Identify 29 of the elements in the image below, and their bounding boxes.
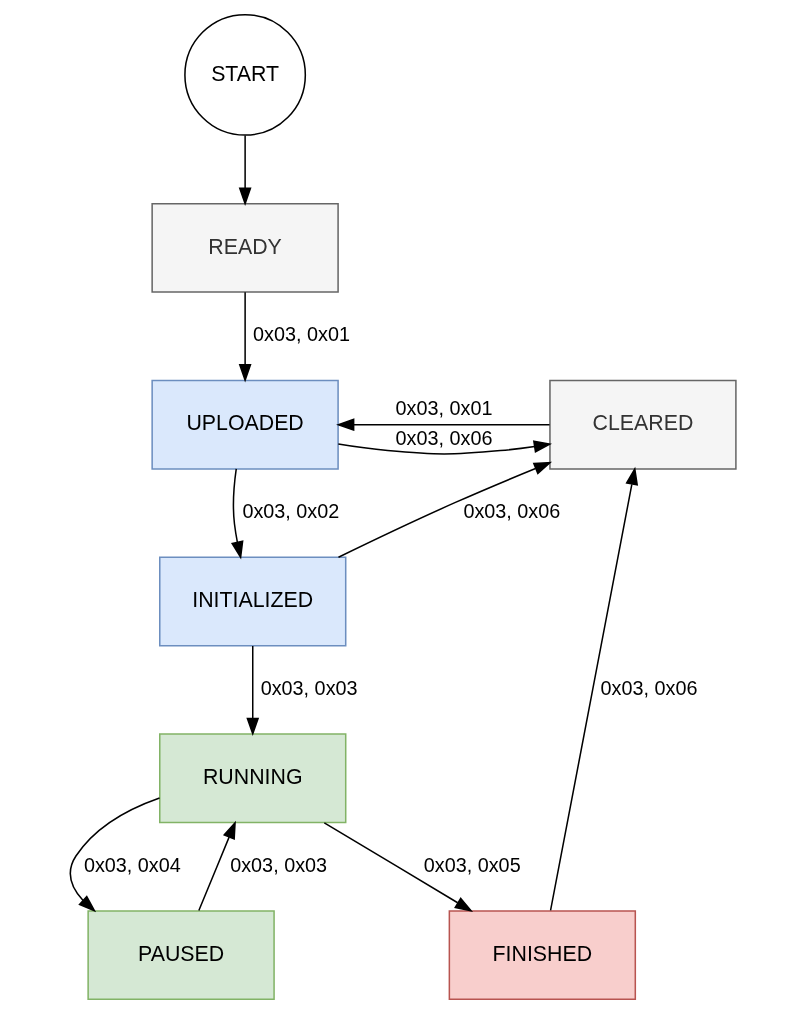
node-box: RUNNING [159, 733, 347, 824]
node-box: UPLOADED [151, 379, 339, 470]
edge-label: 0x03, 0x03 [230, 853, 328, 876]
node-box: CLEARED [549, 379, 737, 470]
edge-label: 0x03, 0x01 [253, 323, 350, 346]
arrow [246, 645, 260, 737]
edge-label: 0x03, 0x02 [242, 500, 340, 523]
node-circle: START [184, 13, 307, 136]
arrow [69, 797, 161, 913]
arrow [238, 291, 252, 383]
arrow [337, 440, 552, 455]
edge-label: 0x03, 0x06 [395, 427, 493, 450]
arrow [336, 418, 551, 432]
edge-label: 0x03, 0x01 [395, 396, 493, 419]
arrow [549, 466, 639, 912]
node-box: PAUSED [87, 910, 275, 1001]
node-box: INITIALIZED [159, 556, 347, 647]
arrow [238, 134, 252, 206]
arrow [323, 822, 474, 912]
arrow [337, 461, 553, 558]
edge-label: 0x03, 0x03 [260, 677, 358, 700]
edge-label: 0x03, 0x06 [463, 500, 561, 523]
node-box: FINISHED [448, 910, 637, 1001]
edge-label: 0x03, 0x04 [83, 853, 181, 876]
edge-label: 0x03, 0x05 [423, 853, 521, 876]
node-box: READY [151, 202, 339, 293]
arrow [198, 820, 236, 912]
edge-label: 0x03, 0x06 [600, 677, 698, 700]
arrow [230, 468, 244, 560]
